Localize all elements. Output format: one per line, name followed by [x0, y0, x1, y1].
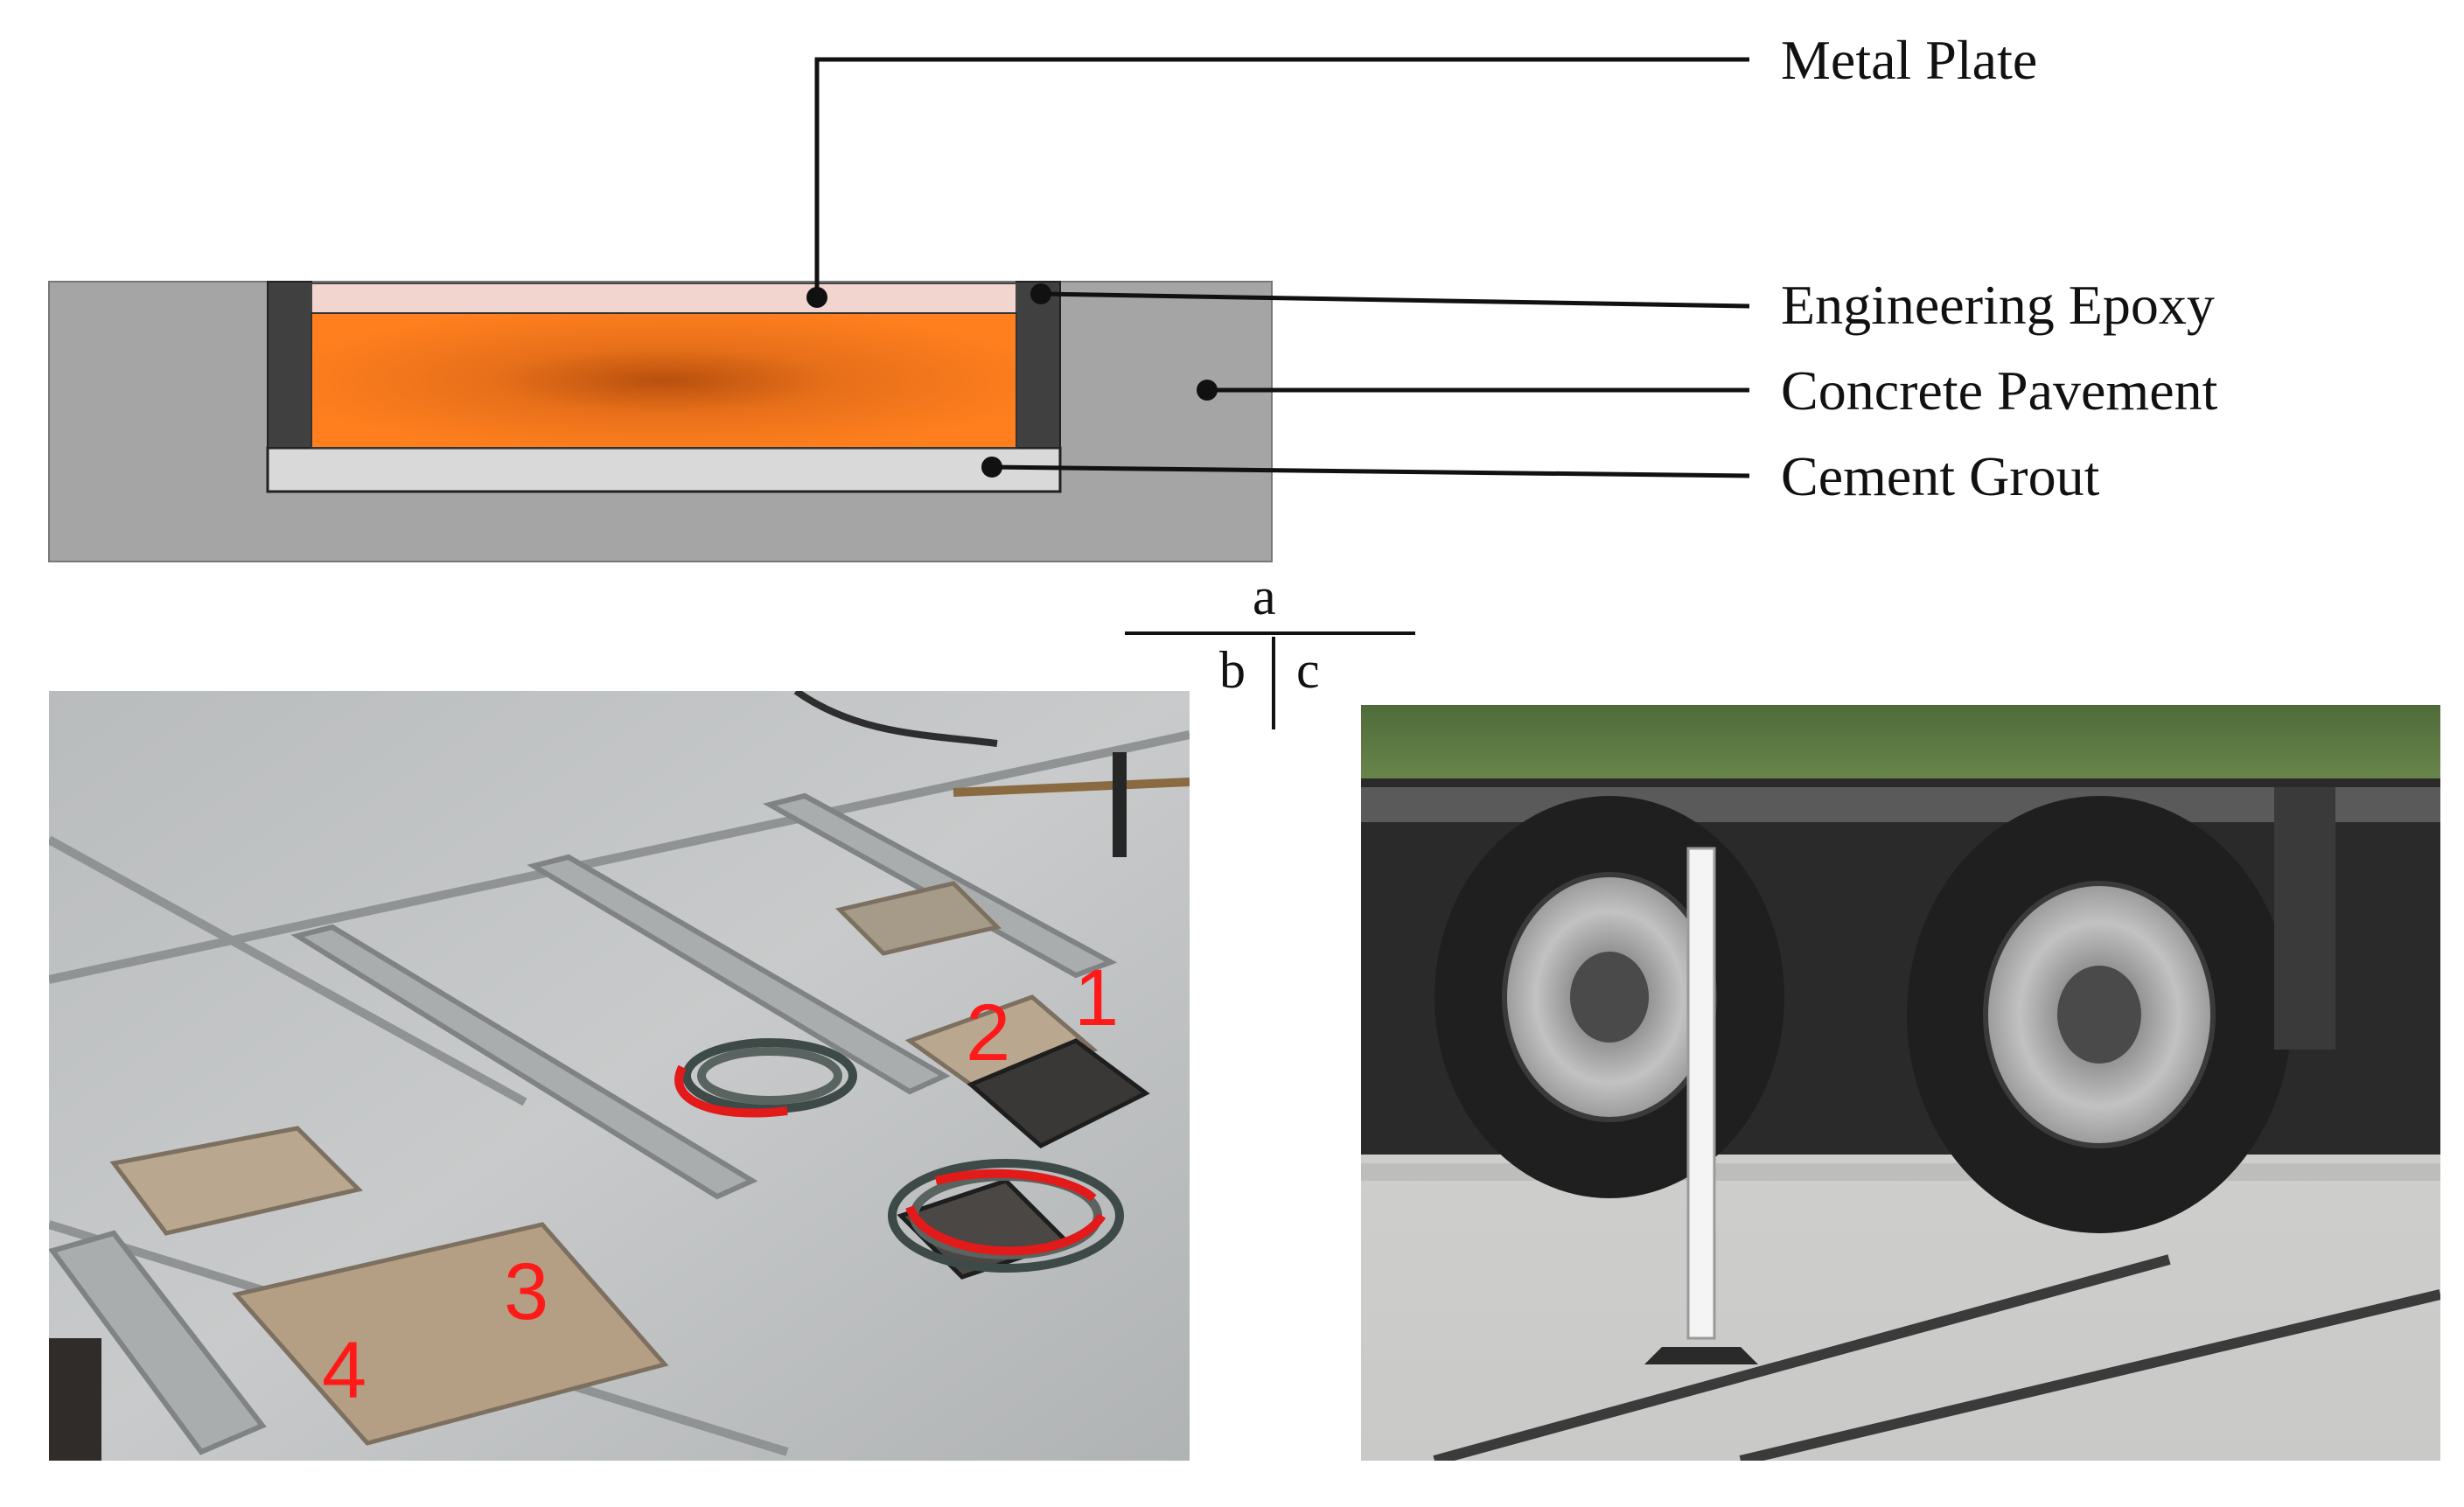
sensor-number-4: 4: [322, 1326, 366, 1415]
panel-label-a: a: [1253, 568, 1276, 625]
cement-grout-layer: [266, 446, 1062, 493]
label-concrete-pavement: Concrete Pavement: [1781, 359, 2218, 422]
photo-panel-c: [1361, 705, 2440, 1461]
cable-coil-2: [888, 1159, 1124, 1273]
recess-left: [109, 1126, 363, 1236]
leader-dots: [806, 283, 1218, 478]
sensor-number-1: 1: [1074, 953, 1119, 1043]
pavement-seams: [1433, 1254, 2440, 1461]
leader-metal-plate: [814, 57, 1749, 297]
label-metal-plate: Metal Plate: [1781, 29, 2037, 91]
cable-top: [793, 691, 998, 747]
leader-cement-grout: [991, 464, 1750, 478]
dot-metal-plate: [806, 287, 827, 308]
sensor-number-2: 2: [966, 988, 1010, 1078]
metal-plate: [311, 283, 1017, 314]
tire-right: [1907, 796, 2292, 1233]
label-cement-grout: Cement Grout: [1781, 445, 2100, 507]
leader-engineering-epoxy: [1040, 291, 1750, 309]
dot-engineering-epoxy: [1030, 283, 1051, 304]
dot-concrete-pavement: [1197, 380, 1218, 401]
panel-label-b: b: [1219, 641, 1246, 699]
corner-block: [49, 1338, 101, 1461]
black-plate: [967, 1038, 1150, 1148]
cable-coil-1: [674, 1038, 857, 1118]
sensor-number-3: 3: [504, 1247, 548, 1336]
tire-left: [1434, 796, 1784, 1198]
photo-panel-b: 1 2 3 4: [49, 691, 1190, 1461]
leader-lines: [814, 57, 1750, 478]
panel-index: a b c: [1125, 568, 1415, 729]
marker-post: [1686, 847, 1716, 1340]
panel-label-c: c: [1296, 641, 1320, 699]
recess-top: [835, 881, 1002, 956]
grass-strip: [1361, 705, 2440, 792]
dot-cement-grout: [981, 457, 1002, 478]
epoxy-right-wall: [1016, 281, 1061, 449]
epoxy-left-wall: [267, 281, 312, 449]
label-engineering-epoxy: Engineering Epoxy: [1781, 274, 2215, 336]
cross-section-diagram: Metal Plate Engineering Epoxy Concrete P…: [48, 29, 2218, 562]
marker-post-base: [1644, 1347, 1758, 1364]
sensor-recesses: [109, 881, 1099, 1446]
post: [1113, 752, 1127, 857]
sensor-core: [311, 312, 1017, 449]
mudflap: [2274, 787, 2335, 1050]
recess-4: [232, 1222, 669, 1446]
rod: [953, 778, 1190, 797]
